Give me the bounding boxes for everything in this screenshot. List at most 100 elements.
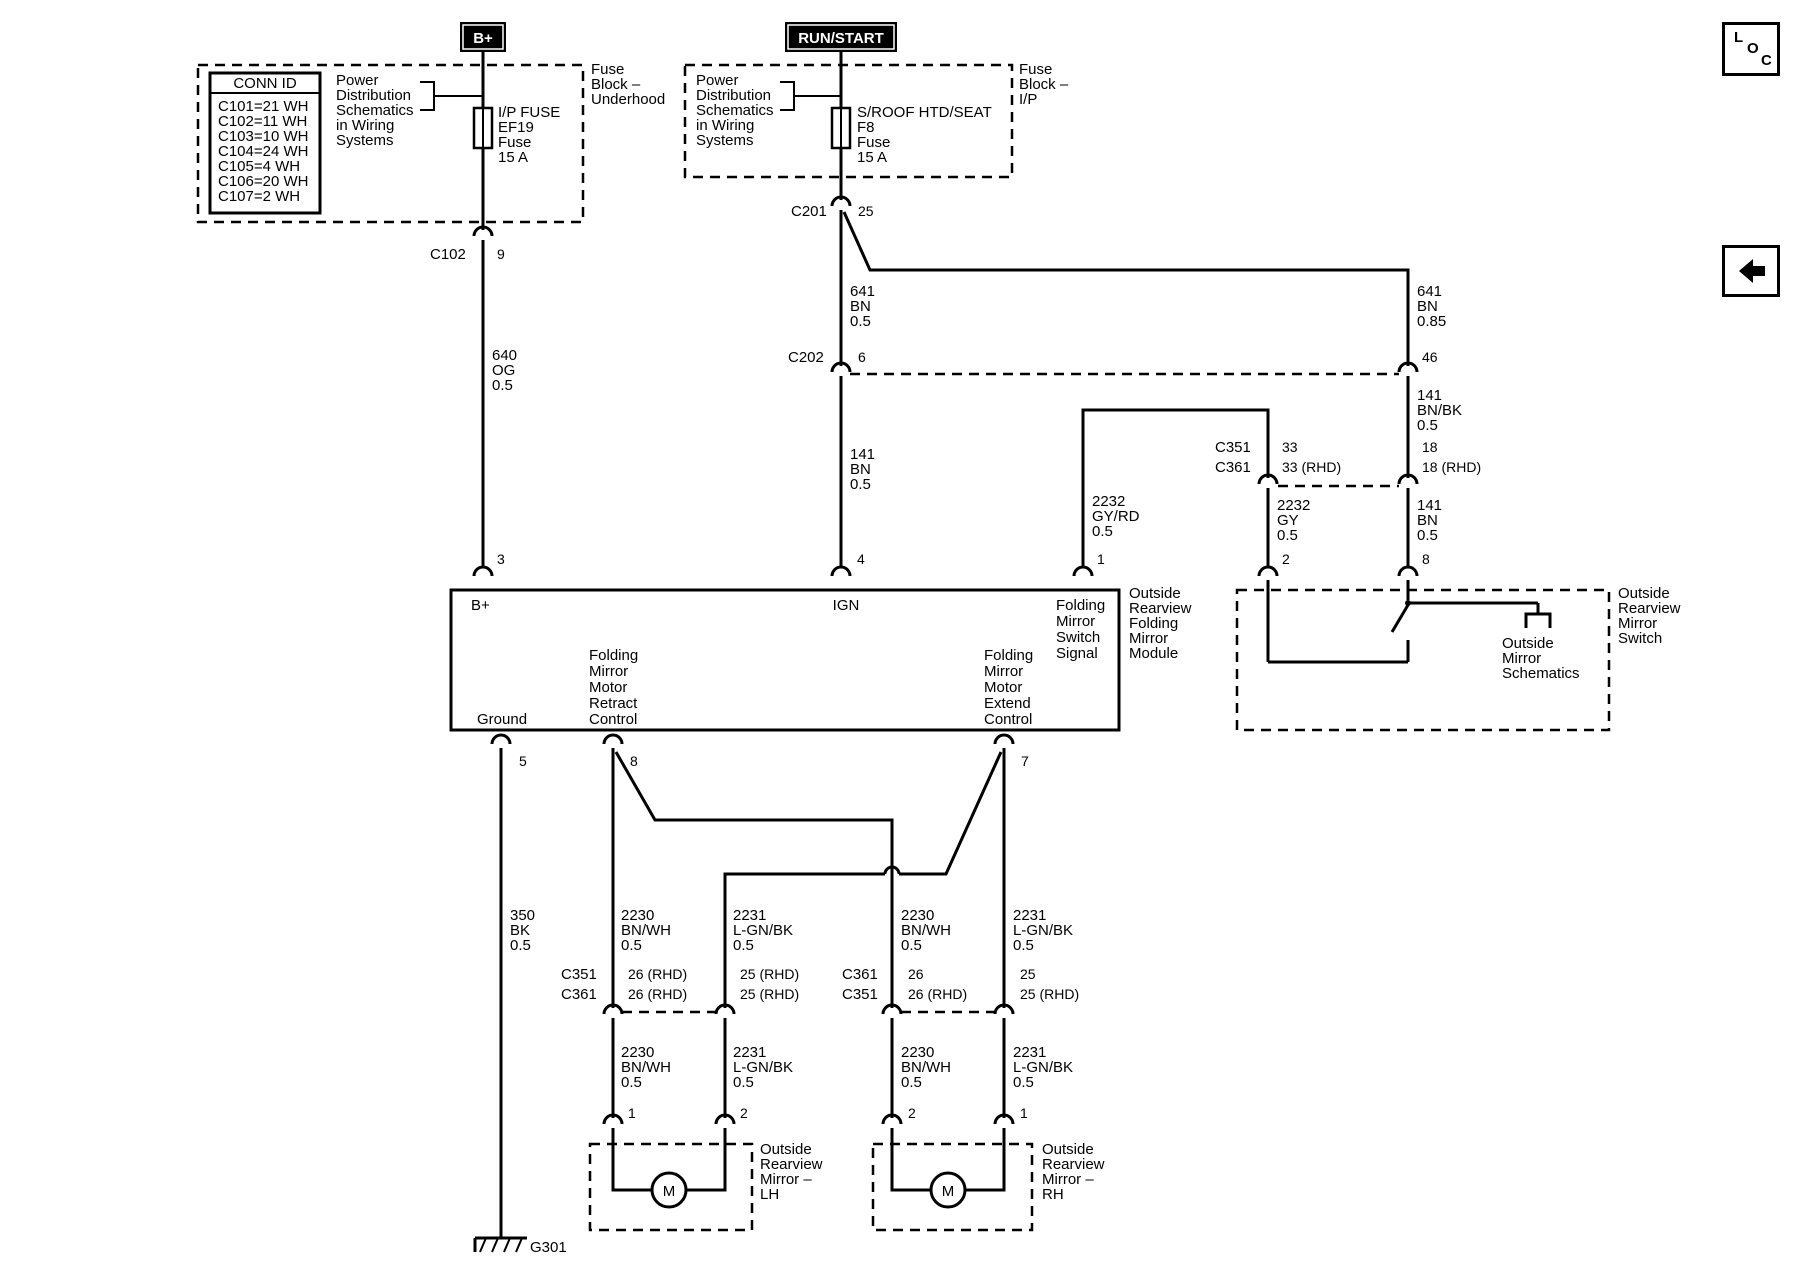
c202-label: C202 [788,349,824,366]
svg-text:Retract: Retract [589,695,638,712]
lh-motor-label: M [663,1183,676,1200]
svg-text:BN: BN [1417,298,1438,315]
svg-text:Rearview: Rearview [1129,600,1192,617]
svg-text:2230: 2230 [621,907,654,924]
wire-2230-rh-label: 2230 BN/WH 0.5 [901,907,951,954]
svg-text:2232: 2232 [1277,497,1310,514]
svg-text:0.5: 0.5 [901,1074,922,1091]
svg-text:350: 350 [510,907,535,924]
svg-text:0.5: 0.5 [901,937,922,954]
svg-text:0.5: 0.5 [1417,417,1438,434]
module-bplus-label: B+ [471,597,490,614]
svg-text:0.5: 0.5 [1277,527,1298,544]
outside-rearview-mirror-rh [871,1142,1034,1232]
svg-text:Fuse: Fuse [1019,61,1052,78]
mirror-rh-label: Outside Rearview Mirror – RH [1042,1141,1105,1203]
svg-text:0.85: 0.85 [1417,313,1446,330]
svg-text:Mirror: Mirror [1618,615,1657,632]
c102-label: C102 [430,246,466,263]
rh-pin-26: 26 [908,966,924,982]
c351-top-label: C351 [1215,439,1251,456]
back-button[interactable] [1722,245,1780,297]
svg-text:BN/WH: BN/WH [621,922,671,939]
wire-2230-rh-lower-label: 2230 BN/WH 0.5 [901,1044,951,1091]
wire-641-085-label: 641 BN 0.85 [1417,283,1446,330]
svg-text:Outside: Outside [1129,585,1181,602]
wire-2230-lh-lower-label: 2230 BN/WH 0.5 [621,1044,671,1091]
svg-text:Rearview: Rearview [760,1156,823,1173]
svg-text:141: 141 [1417,387,1442,404]
svg-text:Folding: Folding [984,647,1033,664]
rh-c351-label: C351 [842,986,878,1003]
svg-text:Mirror: Mirror [1502,650,1541,667]
svg-text:0.5: 0.5 [1092,523,1113,540]
rh-c361-label: C361 [842,966,878,983]
svg-text:Module: Module [1129,645,1178,662]
svg-text:Outside: Outside [1502,635,1554,652]
mirror-lh-label: Outside Rearview Mirror – LH [760,1141,823,1203]
svg-text:BN: BN [1417,512,1438,529]
lh-pin-25-rhd: 25 (RHD) [740,966,799,982]
conn-id-row: C101=21 WH [218,98,308,115]
module-pin-7: 7 [1021,753,1029,769]
svg-text:Systems: Systems [336,132,394,149]
svg-text:Mirror: Mirror [589,663,628,680]
svg-text:in Wiring: in Wiring [696,117,754,134]
svg-text:Schematics: Schematics [696,102,774,119]
pin-18-rhd: 18 (RHD) [1422,459,1481,475]
location-button[interactable]: L O C [1722,22,1780,76]
svg-text:Mirror –: Mirror – [760,1171,812,1188]
svg-text:641: 641 [850,283,875,300]
svg-text:Systems: Systems [696,132,754,149]
svg-text:Extend: Extend [984,695,1031,712]
c201-label: C201 [791,203,827,220]
wire-2231-lh-lower-label: 2231 L-GN/BK 0.5 [733,1044,793,1091]
conn-id-row: C107=2 WH [218,188,300,205]
svg-text:0.5: 0.5 [733,937,754,954]
svg-text:Fuse: Fuse [857,134,890,151]
svg-text:Block –: Block – [1019,76,1069,93]
folding-mirror-module [449,588,1121,732]
conn-id-rows: C101=21 WH C102=11 WH C103=10 WH C104=24… [218,98,308,205]
svg-text:OG: OG [492,362,515,379]
fuse-f8-label: S/ROOF HTD/SEAT F8 Fuse 15 A [857,104,992,166]
wire-141-switch-label: 141 BN 0.5 [1417,497,1442,544]
conn-id-row: C106=20 WH [218,173,308,190]
module-ign-label: IGN [833,597,860,614]
svg-text:Power: Power [336,72,379,89]
svg-text:0.5: 0.5 [1417,527,1438,544]
svg-text:S/ROOF HTD/SEAT: S/ROOF HTD/SEAT [857,104,992,121]
ip-ref-text: Power Distribution Schematics in Wiring … [696,72,774,149]
svg-text:Distribution: Distribution [336,87,411,104]
svg-text:2231: 2231 [1013,1044,1046,1061]
svg-text:L-GN/BK: L-GN/BK [733,1059,793,1076]
switch-pin-2: 2 [1282,551,1290,567]
conn-id-row: C104=24 WH [218,143,308,160]
svg-text:Control: Control [589,711,637,728]
pin-33: 33 [1282,439,1298,455]
svg-text:Outside: Outside [1618,585,1670,602]
svg-text:BN/WH: BN/WH [901,922,951,939]
left-arrow-icon [1739,259,1765,283]
svg-text:I/P: I/P [1019,91,1037,108]
svg-text:Outside: Outside [1042,1141,1094,1158]
svg-text:Outside: Outside [760,1141,812,1158]
svg-text:Rearview: Rearview [1618,600,1681,617]
fuse-block-ip-label: Fuse Block – I/P [1019,61,1069,108]
module-switch-signal-label: Folding Mirror Switch Signal [1056,597,1105,662]
wire-extend-circuit [714,733,1015,1125]
svg-text:Motor: Motor [984,679,1022,696]
svg-text:Block –: Block – [591,76,641,93]
svg-text:0.5: 0.5 [510,937,531,954]
module-pin-5: 5 [519,753,527,769]
svg-text:0.5: 0.5 [621,937,642,954]
svg-text:641: 641 [1417,283,1442,300]
fuse-block-underhood [196,63,585,224]
module-pin-3: 3 [497,551,505,567]
wire-350-label: 350 BK 0.5 [510,907,535,954]
svg-text:0.5: 0.5 [621,1074,642,1091]
wire-2232-gy-label: 2232 GY 0.5 [1277,497,1310,544]
c201-pin: 25 [858,203,874,219]
svg-text:Switch: Switch [1618,630,1662,647]
svg-text:Power: Power [696,72,739,89]
